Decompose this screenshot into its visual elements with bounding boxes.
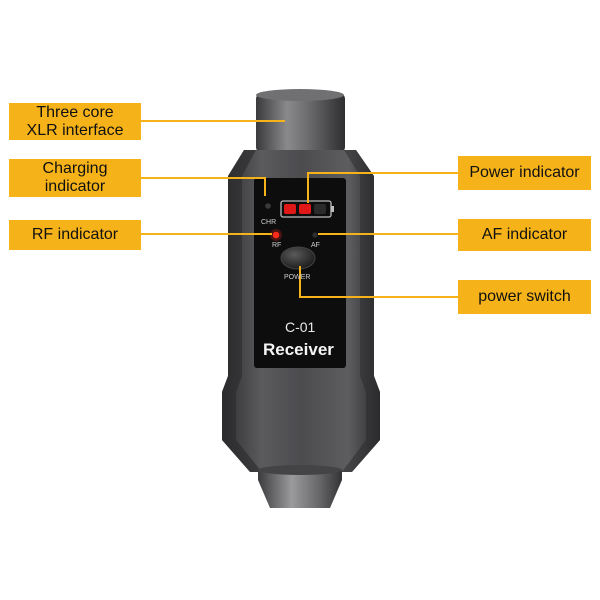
power-button[interactable] [280, 246, 316, 270]
callout-power-indicator: Power indicator [458, 156, 591, 190]
callout-xlr-line1: Three core [36, 103, 114, 121]
power-label: POWER [284, 274, 311, 281]
rf-label: RF [272, 242, 282, 249]
callout-xlr-interface: Three core XLR interface [9, 103, 141, 140]
callout-charging-line2: indicator [44, 178, 106, 195]
af-label: AF [311, 242, 320, 249]
receiver-label: Receiver [263, 340, 334, 359]
chr-label: CHR [261, 219, 277, 226]
charging-led [265, 203, 271, 209]
model-label: C-01 [285, 319, 316, 335]
callout-af-indicator: AF indicator [458, 219, 591, 251]
xlr-connector [256, 89, 345, 153]
callout-charging-indicator: Charging indicator [9, 159, 141, 197]
leader-lines [141, 120, 458, 298]
af-led [312, 232, 318, 238]
power-indicator-battery [280, 200, 334, 218]
callout-xlr-line2: XLR interface [26, 121, 124, 139]
rf-led [272, 231, 280, 239]
callout-power-switch: power switch [458, 280, 591, 314]
callout-rf-indicator: RF indicator [9, 220, 141, 250]
callout-charging-line1: Charging [42, 160, 108, 177]
bottom-connector [258, 465, 342, 508]
